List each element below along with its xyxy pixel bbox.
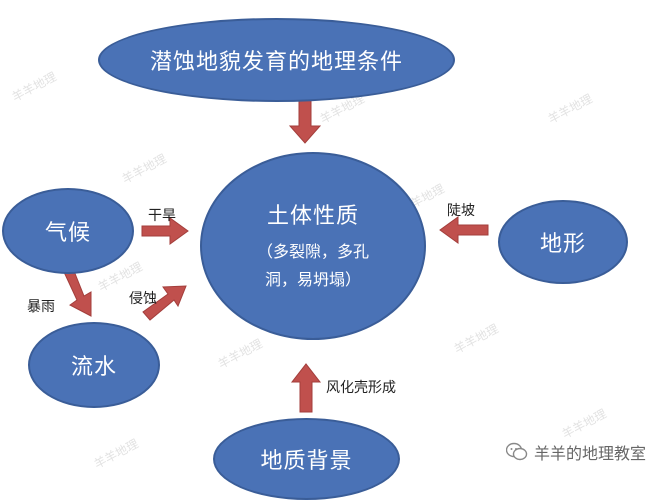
wechat-icon [506,442,528,461]
arrow-erosion [142,285,187,321]
climate-node: 气候 [2,188,134,274]
geology-label: 地质背景 [260,449,353,474]
center-node-detail: （多裂隙，多孔 洞，易坍塌） [257,238,369,294]
slope-label: 陡坡 [447,203,475,219]
center-node-title: 土体性质 [266,204,359,229]
drought-label: 干旱 [148,208,176,224]
rainstorm-label: 暴雨 [27,299,55,315]
brand-text: 羊羊的地理教室 [534,444,647,463]
geology-node: 地质背景 [213,418,400,500]
arrow-up-weathering [290,363,322,413]
flow-node: 流水 [28,322,160,408]
top-node-title: 潜蚀地貌发育的地理条件 [98,18,455,102]
arrow-down-from-top [288,99,322,144]
arrow-right-drought [141,217,189,245]
landform-node: 地形 [498,200,628,284]
top-node-label: 潜蚀地貌发育的地理条件 [149,50,403,75]
arrow-left-slope [439,216,489,244]
center-node-detail-line-1: （多裂隙，多孔 [256,242,369,261]
flow-label: 流水 [70,355,117,380]
climate-label: 气候 [44,221,91,246]
weathering-label: 风化壳形成 [326,380,396,396]
center-node-detail-line-2: 洞，易坍塌） [264,270,361,289]
landform-label: 地形 [539,232,586,257]
brand-mark: 羊羊的地理教室 [506,440,646,464]
erosion-label: 侵蚀 [129,291,157,307]
center-node-soil-properties: 土体性质 （多裂隙，多孔 洞，易坍塌） [200,152,426,340]
